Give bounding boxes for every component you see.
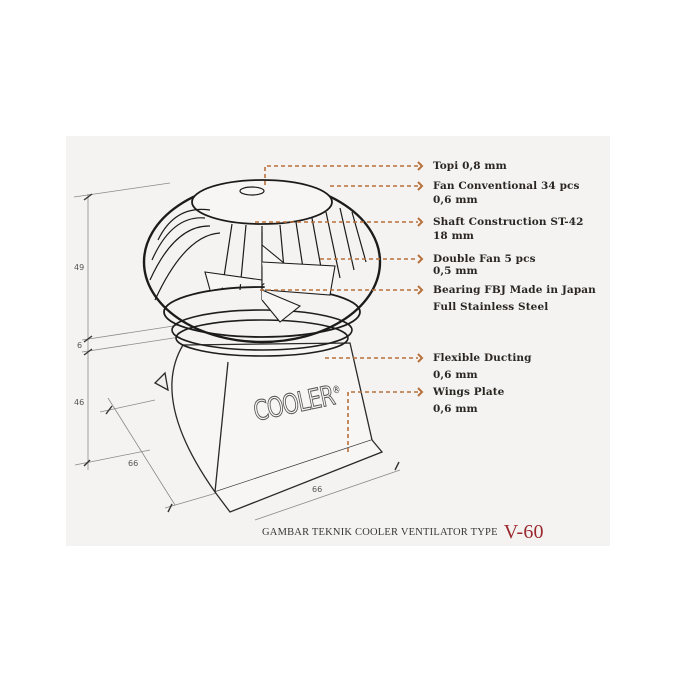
callout-topi: Topi 0,8 mm (433, 159, 507, 173)
callout-sub: Full Stainless Steel (433, 301, 549, 313)
callout-leaders (255, 165, 418, 452)
callout-fan-conventional: Fan Conventional 34 pcs 0,6 mm (433, 179, 580, 207)
callout-label: Double Fan 5 pcs (433, 253, 536, 265)
dimension-lines (73, 182, 401, 521)
callout-sub: 18 mm (433, 230, 474, 242)
callout-shaft: Shaft Construction ST-42 18 mm (433, 215, 584, 243)
callout-sub: 0,6 mm (433, 403, 478, 415)
callout-label: Topi 0,8 mm (433, 160, 507, 172)
callout-sub: 0,6 mm (433, 369, 478, 381)
base-structure (153, 342, 384, 513)
callout-label: Wings Plate (433, 386, 505, 398)
callout-label: Bearing FBJ Made in Japan (433, 284, 596, 296)
dimension-neck-height: 6 (77, 341, 83, 350)
dimension-base-height: 46 (74, 398, 85, 407)
dimension-base-depth: 66 (128, 459, 139, 468)
callout-arrowheads (417, 161, 424, 397)
callout-flexible-ducting: Flexible Ducting 0,6 mm (433, 351, 532, 382)
callout-sub: 0,5 mm (433, 265, 478, 277)
callout-label: Flexible Ducting (433, 352, 532, 364)
dimension-turbine-height: 49 (74, 263, 85, 272)
callout-wings-plate: Wings Plate 0,6 mm (433, 385, 504, 416)
turbine-head (142, 179, 382, 344)
dimension-base-width: 66 (312, 485, 323, 494)
caption-title: GAMBAR TEKNIK COOLER VENTILATOR TYPE (262, 527, 498, 538)
model-type: V-60 (503, 521, 544, 543)
diagram-caption: GAMBAR TEKNIK COOLER VENTILATOR TYPE V-60 (262, 521, 544, 544)
neck-ring (171, 309, 353, 357)
callout-sub: 0,6 mm (433, 194, 478, 206)
callout-label: Fan Conventional 34 pcs (433, 180, 580, 192)
callout-label: Shaft Construction ST-42 (433, 216, 584, 228)
